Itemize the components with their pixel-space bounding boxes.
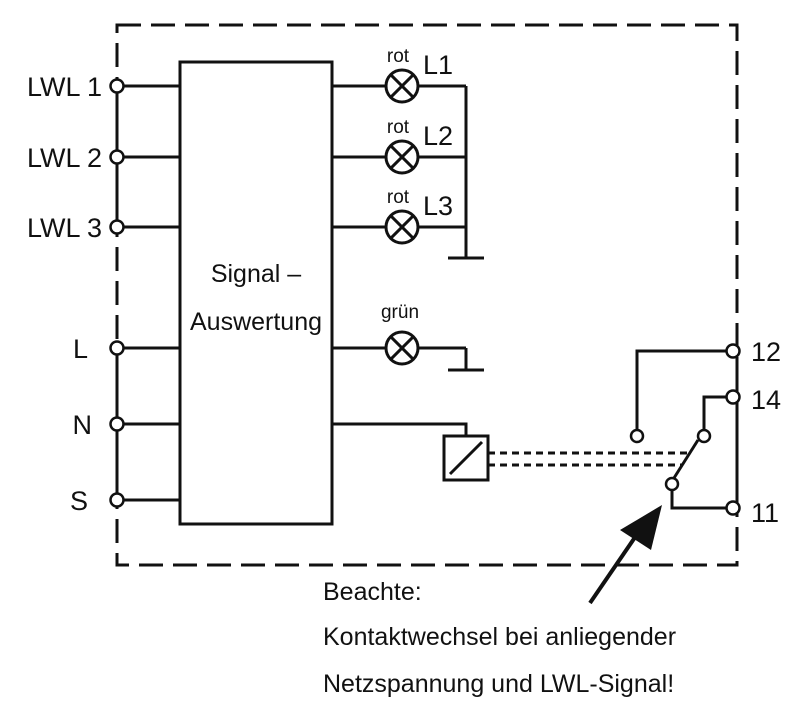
lamp-l1-color: rot: [387, 46, 410, 67]
terminal-lwl3: [109, 219, 125, 235]
block-label-line1: Signal –: [211, 260, 301, 288]
lamp-l1-name: L1: [423, 50, 453, 80]
block-label-line2: Auswertung: [190, 308, 322, 336]
label-14: 14: [751, 385, 781, 415]
label-l: L: [73, 334, 88, 364]
note-arrow: [588, 505, 662, 605]
lamp-green-color: grün: [381, 302, 419, 323]
label-s: S: [70, 486, 88, 516]
contact-no-point: [696, 428, 712, 444]
input-wires: [123, 84, 180, 502]
lamp-l3-color: rot: [387, 187, 410, 208]
terminal-14: [725, 389, 741, 405]
terminal-n: [109, 416, 125, 432]
changeover-contact: [635, 349, 739, 510]
lamp-l3-icon: [384, 209, 420, 245]
note-line2: Kontaktwechsel bei anliegender: [323, 623, 676, 651]
lamp-green-icon: [384, 330, 420, 366]
label-lwl2: LWL 2: [27, 143, 102, 173]
note-line1: Beachte:: [323, 578, 422, 606]
terminal-11: [725, 500, 741, 516]
lamp-l3-name: L3: [423, 191, 453, 221]
terminal-lwl1: [109, 78, 125, 94]
signal-evaluation-block: [178, 60, 334, 526]
label-12: 12: [751, 337, 781, 367]
relay-coil: [332, 422, 490, 482]
terminal-s: [109, 492, 125, 508]
lamp-l1-icon: [384, 68, 420, 104]
note-line3: Netzspannung und LWL-Signal!: [323, 670, 674, 698]
contact-common-point: [664, 476, 680, 492]
terminal-lwl2: [109, 149, 125, 165]
contact-nc-point: [629, 428, 645, 444]
lamp-l2-icon: [384, 139, 420, 175]
label-lwl1: LWL 1: [27, 72, 102, 102]
label-11: 11: [751, 498, 779, 528]
lamp-l2-name: L2: [423, 121, 453, 151]
lamp-l2-color: rot: [387, 117, 410, 138]
label-n: N: [73, 410, 93, 440]
terminal-l: [109, 340, 125, 356]
terminal-12: [725, 343, 741, 359]
housing-boundary: [115, 23, 739, 567]
relay-linkage: [488, 451, 690, 467]
lamp-wires: [332, 84, 484, 372]
label-lwl3: LWL 3: [27, 213, 102, 243]
